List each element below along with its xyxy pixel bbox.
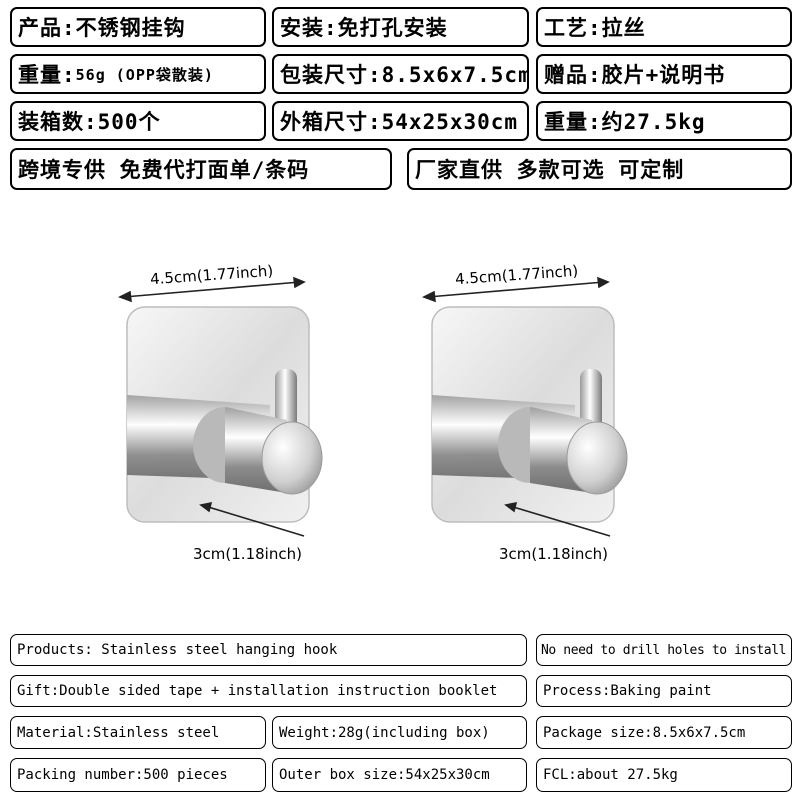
- spec-packing-number: 装箱数:500个: [10, 101, 266, 141]
- spec-en-fcl: FCL:about 27.5kg: [536, 758, 792, 792]
- spec-en-packing: Packing number:500 pieces: [10, 758, 266, 792]
- spec-product: 产品:不锈钢挂钩: [10, 7, 266, 47]
- spec-carton-weight: 重量:约27.5kg: [536, 101, 792, 141]
- spec-en-material: Material:Stainless steel: [10, 716, 266, 749]
- spec-outer-box: 外箱尺寸:54x25x30cm: [272, 101, 529, 141]
- spec-gift: 赠品:胶片+说明书: [536, 54, 792, 94]
- depth-label-right: 3cm(1.18inch): [499, 545, 608, 563]
- spec-en-process: Process:Baking paint: [536, 675, 792, 707]
- spec-cross-border: 跨境专供 免费代打面单/条码: [10, 148, 392, 190]
- hook-image-left: [126, 306, 323, 523]
- spec-weight: 重量:56g (OPP袋散装): [10, 54, 266, 94]
- spec-en-no-drill: No need to drill holes to install: [536, 634, 792, 666]
- dimension-arrows: [117, 276, 611, 537]
- spec-en-package: Package size:8.5x6x7.5cm: [536, 716, 792, 749]
- spec-en-weight: Weight:28g(including box): [272, 716, 527, 749]
- spec-en-products: Products: Stainless steel hanging hook: [10, 634, 527, 666]
- spec-process: 工艺:拉丝: [536, 7, 792, 47]
- hook-image-right: [431, 306, 628, 523]
- spec-factory-direct: 厂家直供 多款可选 可定制: [407, 148, 792, 190]
- spec-en-gift: Gift:Double sided tape + installation in…: [10, 675, 527, 707]
- spec-package-size: 包装尺寸:8.5x6x7.5cm: [272, 54, 529, 94]
- depth-label-left: 3cm(1.18inch): [193, 545, 302, 563]
- spec-installation: 安装:免打孔安装: [272, 7, 529, 47]
- spec-en-outer-box: Outer box size:54x25x30cm: [272, 758, 527, 792]
